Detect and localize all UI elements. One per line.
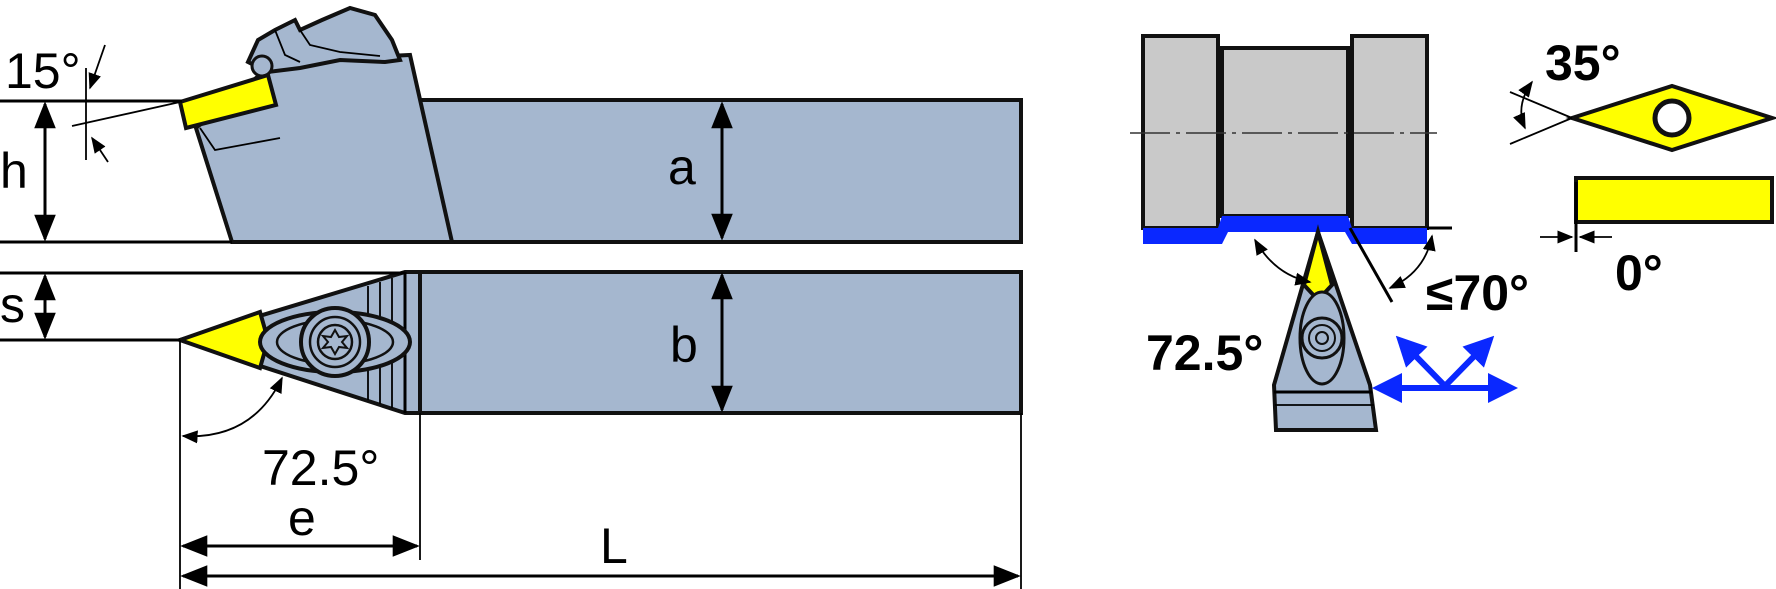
label-a: a [668,139,696,195]
side-head [193,52,455,244]
workpiece-left [1141,34,1220,230]
insert-hole [1652,98,1692,138]
side-insert [177,72,279,131]
label-h: h [0,143,28,199]
insert-side-profile [1574,176,1774,224]
side-view: h 15° a [0,5,1023,244]
label-max-angle: ≤70° [1426,265,1529,321]
label-approach-angle-right: 72.5° [1146,325,1263,381]
side-shank [363,98,1023,244]
feed-direction-arrows-icon [1372,335,1518,403]
top-insert [173,309,271,371]
top-view: s b 72.5° e L [0,270,1023,589]
label-L: L [600,518,628,574]
label-insert-angle: 35° [1545,35,1621,91]
insert-detail: 35° 0° [1509,35,1776,301]
profiling-view: 72.5° ≤70° [1130,34,1529,432]
workpiece-center [1220,46,1350,218]
label-e: e [288,490,316,546]
profiling-insert [1301,224,1335,303]
label-s: s [0,277,25,333]
label-rake-angle: 0° [1615,245,1663,301]
workpiece-right [1350,34,1429,230]
label-b: b [670,317,698,373]
label-clearance-angle: 15° [5,43,81,99]
label-approach-angle: 72.5° [262,440,379,496]
